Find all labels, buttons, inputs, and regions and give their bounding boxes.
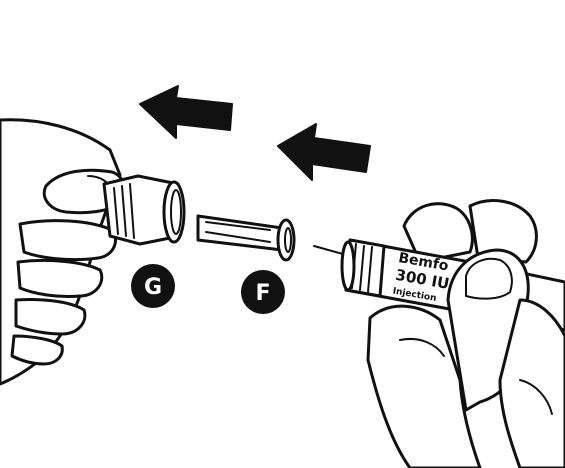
- left-hand: [0, 120, 124, 384]
- callout-badge-g: G: [131, 264, 175, 308]
- outer-needle-cap: [104, 176, 184, 244]
- callout-letter-f: F: [255, 281, 270, 306]
- right-hand: [342, 201, 565, 468]
- callout-letter-g: G: [144, 275, 162, 300]
- arrow-left-icon: [278, 124, 370, 180]
- arrow-left-icon: [140, 86, 232, 138]
- inner-needle-cap: [198, 216, 294, 260]
- callout-badge-f: F: [241, 270, 285, 314]
